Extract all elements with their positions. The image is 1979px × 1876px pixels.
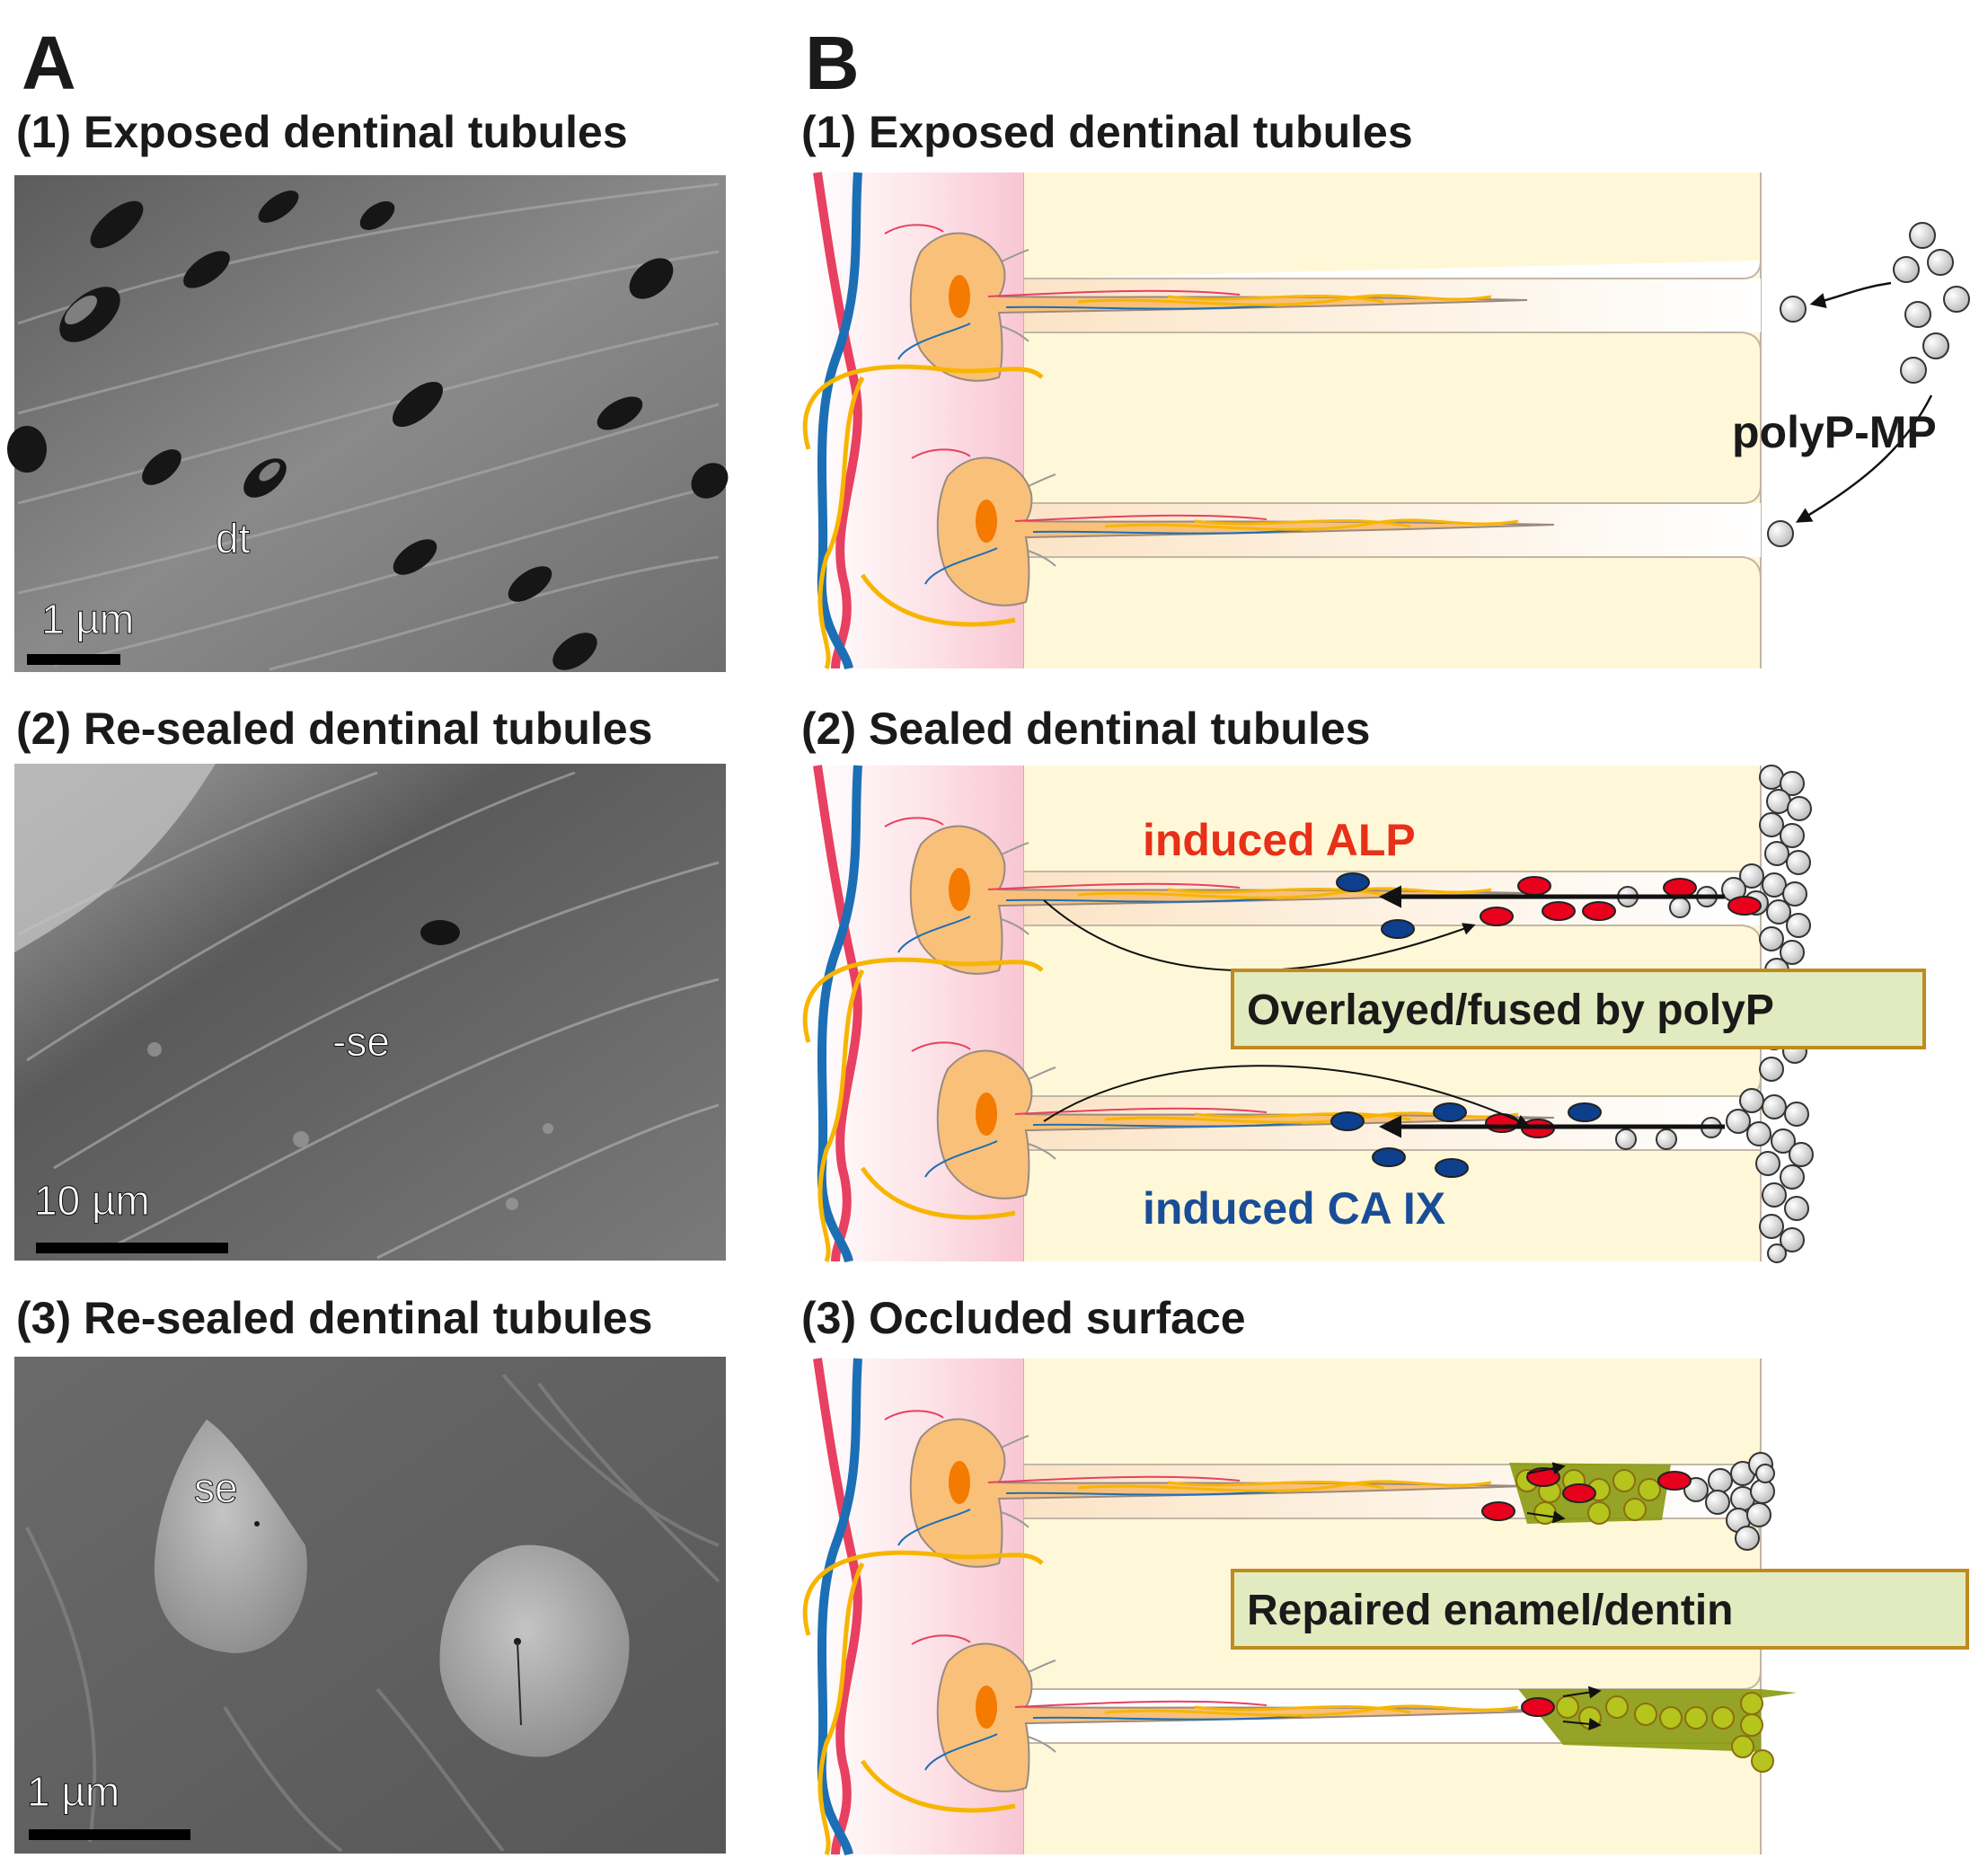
polyp-particles <box>1767 222 1970 547</box>
overlayed-fused-box <box>1231 969 1926 1049</box>
overlayed-fused-label: Overlayed/fused by polyP <box>1247 987 1774 1034</box>
dt-label: dt <box>216 515 251 562</box>
panel-b-letter: B <box>805 21 860 105</box>
panel-a-micrographs: dt 1 µm -se 10 µm <box>7 175 729 1854</box>
induced-ca-ix-label: induced CA IX <box>1143 1183 1445 1234</box>
panel-a-letter: A <box>22 21 76 105</box>
sealed-patch-1 <box>154 1420 307 1653</box>
sem-image-resealed-1 <box>14 764 726 1261</box>
sealed-patch-2 <box>439 1544 630 1757</box>
blood-vessel-blue <box>817 172 862 670</box>
se-label-2: -se <box>332 1018 390 1065</box>
polyp-mp-label: polyP-MP <box>1732 407 1937 457</box>
panel-a2-title: (2) Re-sealed dentinal tubules <box>16 704 653 754</box>
polyp-seal-wall <box>1615 765 1814 1263</box>
se-label-3: se <box>194 1465 238 1511</box>
sealed-tubule-opening <box>420 920 460 945</box>
panel-b3-title: (3) Occluded surface <box>801 1293 1246 1343</box>
alp-enzymes-3 <box>1481 1467 1692 1717</box>
scene-sealed <box>802 765 1926 1263</box>
ca-ix-enzymes <box>1330 872 1602 1178</box>
scale-label-2: 10 µm <box>34 1177 150 1224</box>
panel-b2-title: (2) Sealed dentinal tubules <box>801 704 1371 754</box>
scene-occluded <box>802 1358 1969 1856</box>
scale-label-3: 1 µm <box>27 1768 119 1815</box>
sem-image-resealed-2 <box>14 1357 726 1854</box>
scene-exposed <box>802 172 1970 670</box>
scale-label-1: 1 µm <box>41 596 134 642</box>
polyp-cap <box>1683 1452 1775 1551</box>
induced-alp-label: induced ALP <box>1143 815 1416 865</box>
tubule-openings <box>7 190 729 670</box>
panel-b1-title: (1) Exposed dentinal tubules <box>801 107 1413 157</box>
panel-a3-title: (3) Re-sealed dentinal tubules <box>16 1293 653 1343</box>
repaired-box <box>1231 1569 1969 1650</box>
blood-vessel-red <box>813 172 862 669</box>
panel-a1-title: (1) Exposed dentinal tubules <box>16 107 628 157</box>
repaired-label: Repaired enamel/dentin <box>1247 1587 1733 1634</box>
sem-image-exposed <box>7 175 729 672</box>
